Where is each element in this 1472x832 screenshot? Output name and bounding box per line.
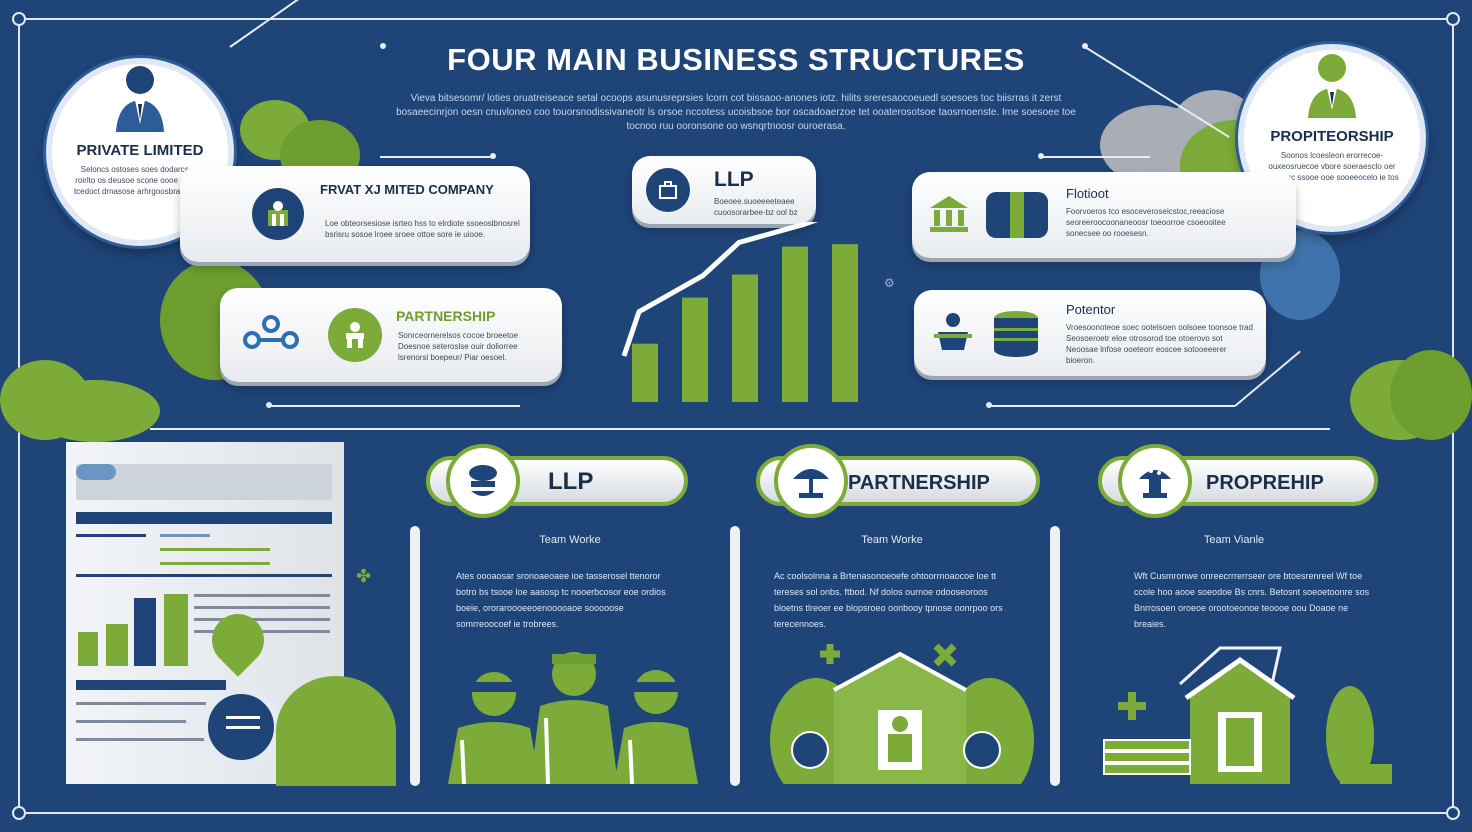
- chart-bar: [782, 246, 808, 402]
- column-label: Team Worke: [861, 534, 923, 546]
- connector-line: [1040, 156, 1150, 158]
- frame-corner: [1446, 12, 1460, 26]
- connector-line: [380, 156, 492, 158]
- chart-bar: [832, 244, 858, 402]
- column-text: Ates oooaosar sronoaeoaee ioe tasserosel…: [456, 571, 666, 629]
- briefcase-icon: [646, 168, 690, 212]
- office-icon: [252, 188, 304, 240]
- team-icon: [446, 444, 520, 518]
- column-divider: [730, 526, 740, 786]
- company-card: FRVAT XJ MITED COMPANY Loe obteorsesiose…: [180, 166, 530, 262]
- trend-arrow-line: [621, 209, 840, 357]
- mushroom-icon: [1118, 444, 1192, 518]
- workers-illustration: [444, 646, 708, 785]
- frame-corner: [12, 806, 26, 820]
- divider-line: [150, 428, 1330, 430]
- growth-chart: [620, 202, 870, 404]
- card-text: Vroesoonoteoe soec ootelsoen oolsoee too…: [1066, 323, 1253, 365]
- potentor-card: Potentor Vroesoonoteoe soec ootelsoen oo…: [914, 290, 1266, 376]
- connector-dot: [986, 402, 992, 408]
- person-desk-icon: [930, 310, 976, 356]
- column-divider: [410, 526, 420, 786]
- column-label: Team Worke: [539, 534, 601, 546]
- card-title: Flotioot: [1066, 186, 1109, 201]
- badge-title: PROPITEORSHIP: [1270, 128, 1394, 145]
- card-text: Foorvoeros tco esoceveroseicstoc,reeacio…: [1066, 207, 1226, 238]
- chart-bar: [732, 274, 758, 402]
- chart-bar: [632, 343, 658, 402]
- frame-corner: [1446, 806, 1460, 820]
- businessman-icon: [114, 66, 166, 132]
- card-title: FRVAT XJ MITED COMPANY: [320, 182, 494, 197]
- chart-bar: [682, 297, 708, 402]
- clover-icon: ✤: [356, 566, 372, 586]
- connector-dot: [490, 153, 496, 159]
- badge-text: Soonos lcoesleon erorrecoe-ouxeosruecoe …: [1265, 151, 1399, 182]
- card-text: Loe obteorsesiose isrteo hss to elrdiote…: [325, 219, 520, 239]
- column-divider: [1050, 526, 1060, 786]
- umbrella-icon: [774, 444, 848, 518]
- document-stack-icon: [986, 192, 1048, 238]
- network-icon: [242, 314, 300, 354]
- connector-dot: [380, 43, 386, 49]
- column-text: Wft Cusmronwe onreecrrrerrseer ore btoes…: [1134, 571, 1370, 629]
- tab-title: PROPREHIP: [1206, 472, 1324, 494]
- house-books-illustration: [1100, 644, 1400, 786]
- card-text: Boeoee.suoeeeeteaee cuoosorarbee-bz ool …: [714, 197, 798, 217]
- card-text: Sonrceornerelsos cocoe broeetoe Doesnoe …: [398, 331, 519, 362]
- card-title: Potentor: [1066, 302, 1116, 317]
- card-title: PARTNERSHIP: [396, 308, 496, 324]
- connector-dot: [266, 402, 272, 408]
- report-document: [66, 442, 396, 786]
- frame-corner: [12, 12, 26, 26]
- page-subtitle: Vieva bitsesomr/ loties oruatreiseace se…: [396, 93, 1076, 132]
- connector-line: [990, 405, 1235, 407]
- handshake-icon: [328, 308, 382, 362]
- badge-text: Seloncs ostoses soes dodarcs so roirlto …: [73, 165, 207, 196]
- badge-title: PRIVATE LIMITED: [76, 142, 204, 159]
- gear-icon: ⚙: [884, 276, 895, 290]
- flotioot-card: Flotioot Foorvoeros tco esoceveroseicsto…: [912, 172, 1296, 258]
- page-title: FOUR MAIN BUSINESS STRUCTURES: [447, 42, 1025, 77]
- llp-card: LLP Boeoee.suoeeeeteaee cuoosorarbee-bz …: [632, 156, 816, 224]
- connector-dot: [1082, 43, 1088, 49]
- tab-title: PARTNERSHIP: [848, 472, 990, 494]
- house-team-illustration: [770, 640, 1034, 802]
- card-title: LLP: [714, 168, 754, 191]
- column-text: Ac coolsolnna a Brtenasonoeoefe ohtoorrn…: [774, 571, 1003, 629]
- database-icon: [984, 308, 1048, 358]
- partnership-card: PARTNERSHIP Sonrceornerelsos cocoe broee…: [220, 288, 562, 382]
- tab-title: LLP: [548, 468, 594, 495]
- bank-icon: [926, 190, 972, 236]
- businessman-icon: [1306, 54, 1358, 118]
- connector-line: [270, 405, 520, 407]
- column-label: Team Vianle: [1203, 534, 1265, 546]
- connector-dot: [1038, 153, 1044, 159]
